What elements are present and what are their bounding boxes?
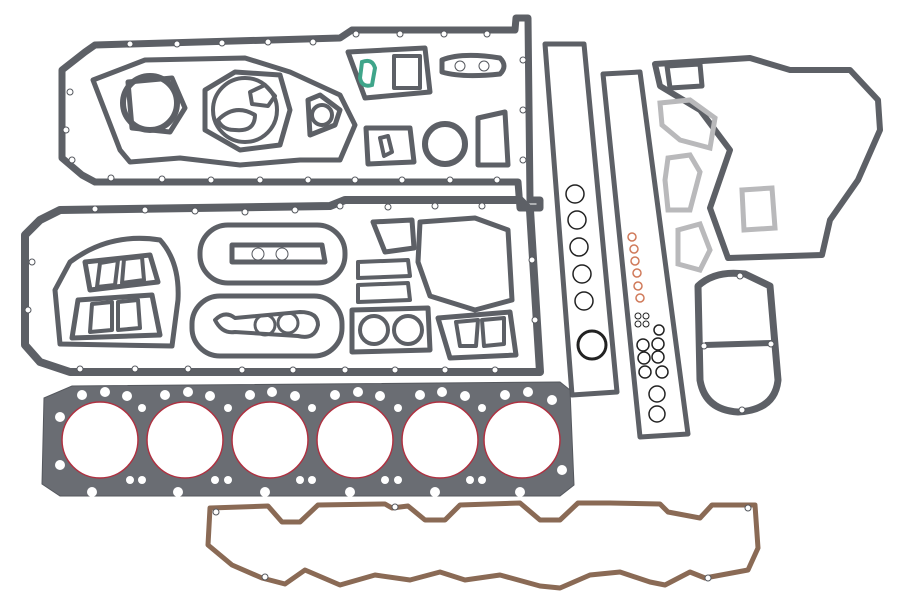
pushrod-cover-gasket-right xyxy=(600,69,691,440)
timing-cover-gasket xyxy=(652,55,883,273)
oil-pan-gasket-upper xyxy=(58,14,544,212)
oval-cover-gasket xyxy=(694,269,782,416)
oil-pan-gasket-lower xyxy=(21,196,544,376)
valve-cover-gasket xyxy=(205,500,761,591)
cylinder-head-gasket xyxy=(41,381,575,497)
pushrod-cover-gasket-left xyxy=(542,41,620,398)
